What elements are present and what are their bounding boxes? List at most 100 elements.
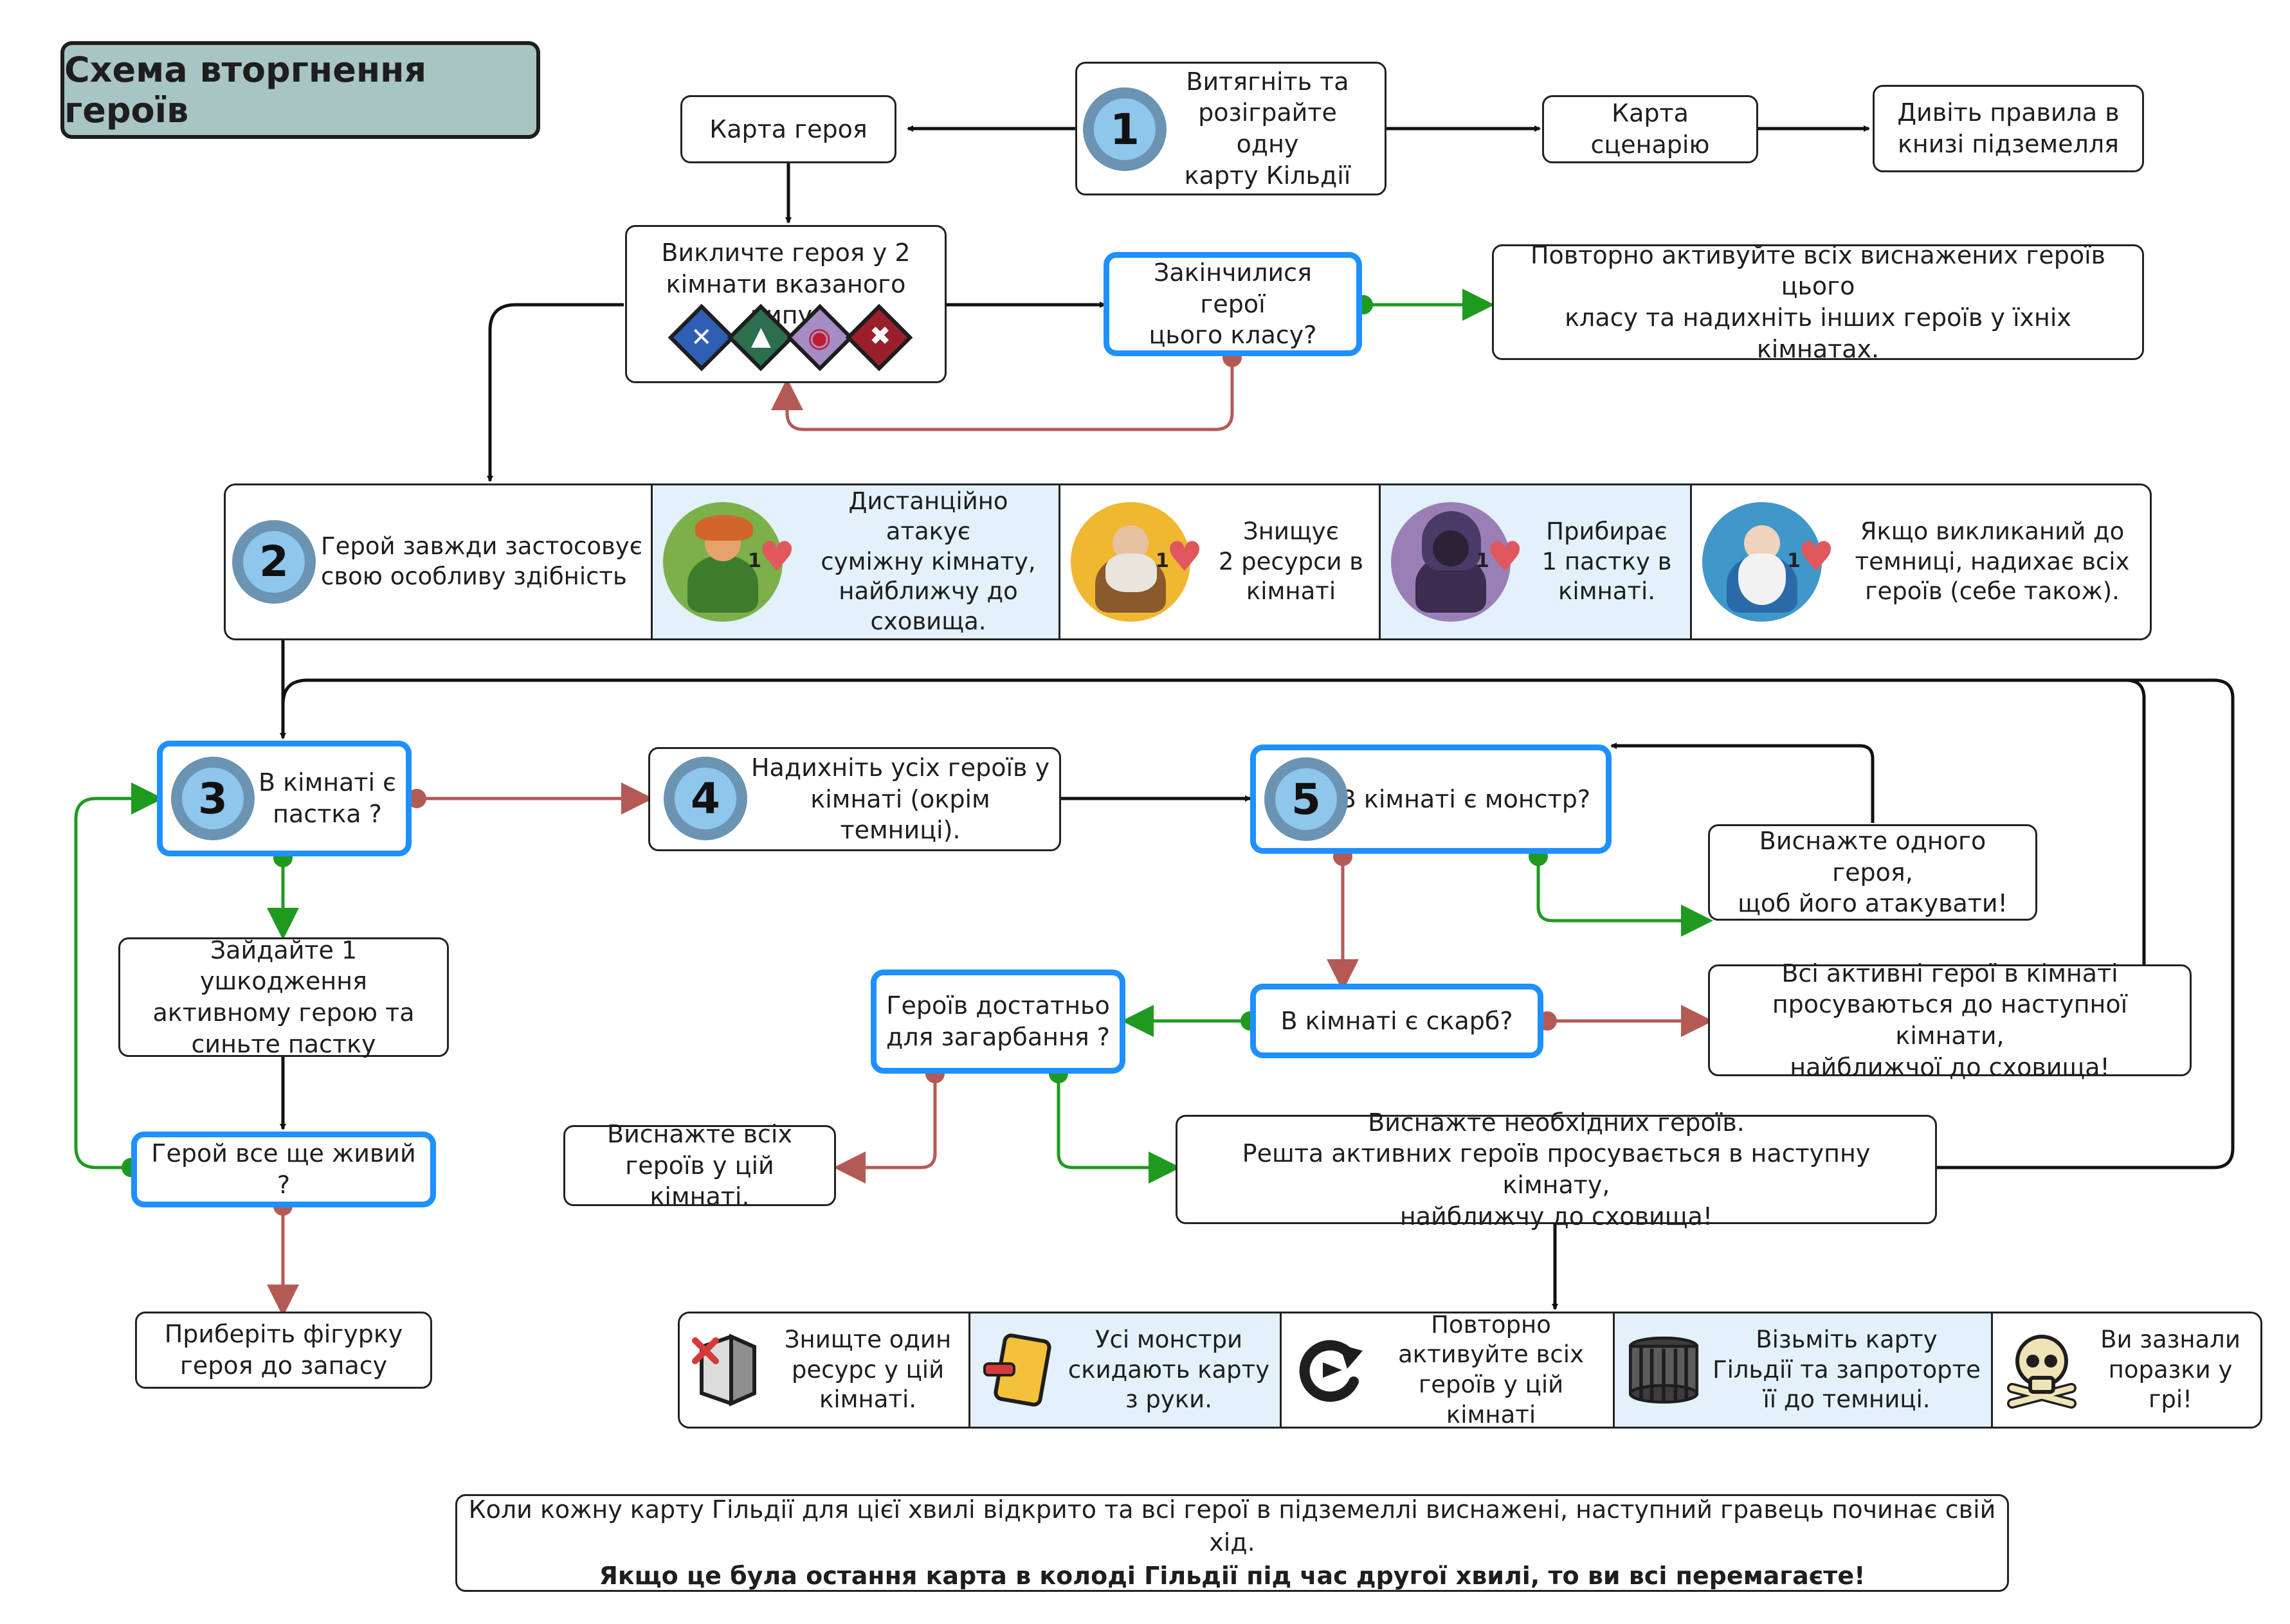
hero-card-label: Карта героя	[709, 114, 868, 143]
yes-monster	[1536, 856, 1713, 937]
outcome-defeat-cell: Ви зазнали поразки у грі!	[1993, 1313, 2260, 1427]
discard-card-icon	[981, 1331, 1058, 1409]
outcome-destroy-resource-cell: Знищте один ресурс у цій кімнаті.	[680, 1313, 970, 1427]
trap-line-1: В кімнаті є	[258, 768, 397, 797]
treasure-label: В кімнаті є скарб?	[1280, 1006, 1513, 1035]
inspire-line-1: Надихніть усіх героїв у	[750, 753, 1050, 782]
no-port-dot	[407, 789, 426, 808]
remove-line-1: Приберіть фігурку	[164, 1320, 403, 1349]
loop-return-right	[281, 678, 2146, 964]
eye-glyph-icon: ◉	[808, 321, 831, 353]
hero-alive-decision: Герой все ще живий ?	[131, 1132, 436, 1207]
out-of-heroes-line-2: цього класу?	[1149, 321, 1317, 350]
yes-enough-heroes	[1057, 1074, 1181, 1184]
monster-label: В кімнаті є монстр?	[1339, 784, 1590, 813]
footer-note: Коли кожну карту Гільдії для цієї хвилі …	[455, 1494, 2009, 1592]
destroy-line-1: Знищте один	[784, 1326, 952, 1354]
wizard-hero-icon: ♥1	[1702, 502, 1835, 622]
ability-archer-cell: ♥1 Дистанційно атакує суміжну кімнату, н…	[653, 485, 1060, 638]
diagram-title: Схема вторгнення героїв	[60, 41, 540, 139]
outcome-reactivate-cell: Повторно активуйте всіх героїв у цій кім…	[1282, 1313, 1615, 1427]
destroy-line-3: кімнаті.	[819, 1385, 916, 1414]
destroy-line-2: ресурс у цій	[791, 1355, 945, 1384]
rogue-line-3: кімнаті.	[1558, 577, 1655, 606]
enough-line-2: для загарбання ?	[886, 1023, 1110, 1051]
draw-line-2: розіграйте одну	[1198, 98, 1337, 158]
damage-line-2: активному герою та	[152, 998, 415, 1027]
step-3-badge: 3	[171, 757, 255, 840]
treasure-decision: В кімнаті є скарб?	[1250, 984, 1543, 1058]
enough-line-1: Героїв достатньо	[886, 991, 1110, 1020]
heart-hp-icon: ♥1	[1476, 534, 1523, 581]
yes-alive-loop	[74, 782, 163, 1169]
crossbones-glyph-icon: ✖	[869, 321, 891, 351]
reactivate-out-line-2: активуйте всіх	[1398, 1340, 1584, 1369]
arrow-exhaust-one-back	[1610, 743, 1875, 823]
hero-alive-label: Герой все ще живий ?	[151, 1139, 416, 1199]
damage-line-1: Зайдайте 1 ушкодження	[200, 935, 367, 996]
outcome-dungeon-cell: Візьміть карту Гільдії та запроторте її …	[1615, 1313, 1993, 1427]
ability-dwarf-cell: ♥1 Знищує 2 ресурси в кімнаті	[1060, 485, 1381, 638]
reactivate-out-line-3: героїв у цій кімнаті	[1418, 1371, 1564, 1429]
out-of-heroes-decision: Закінчилися герої цього класу?	[1104, 252, 1362, 356]
loop-return-far-right	[1937, 678, 2235, 1169]
draw-line-3: карту Кільдії	[1184, 161, 1351, 190]
destroy-resource-icon	[690, 1331, 767, 1409]
ability-wizard-cell: ♥1 Якщо викликаний до темниці, надихає в…	[1692, 485, 2150, 638]
wizard-line-2: темниці, надихає всіх	[1855, 547, 2130, 575]
exhaust-needed-box: Виснажте необхідних героїв. Решта активн…	[1176, 1108, 1937, 1231]
no-enough-heroes	[833, 1074, 937, 1184]
exhaust-all-line-2: героїв у цій кімнаті.	[625, 1151, 774, 1211]
archer-line-2: суміжну кімнату,	[821, 547, 1036, 575]
see-rules-box: Дивіть правила в книзі підземелля	[1873, 85, 2144, 172]
remove-figure-box: Приберіть фігурку героя до запасу	[135, 1312, 432, 1389]
trap-line-2: пастка ?	[273, 800, 382, 828]
hero-abilities-strip: 2 Герой завжди застосовує свою особливу …	[224, 483, 2152, 640]
reactivate-class-box: Повторно активуйте всіх виснажених герої…	[1492, 241, 2144, 363]
discard-line-2: скидають карту	[1068, 1355, 1270, 1384]
exhaust-one-box: Виснажте одного героя, щоб його атакуват…	[1708, 824, 2037, 921]
outcome-discard-cell: Усі монстри скидають карту з руки.	[970, 1313, 1282, 1427]
defeat-line-1: Ви зазнали	[2100, 1326, 2240, 1354]
reactivate-out-line-1: Повторно	[1431, 1312, 1551, 1339]
no-out-of-heroes	[771, 357, 1234, 431]
outcomes-strip: Знищте один ресурс у цій кімнаті. Усі мо…	[678, 1312, 2262, 1429]
out-of-heroes-line-1: Закінчилися герої	[1154, 258, 1312, 318]
advance-line-2: просуваються до наступної кімнати,	[1772, 990, 2128, 1050]
reactivate-line-2: класу та надихніть інших героїв у їхніх …	[1565, 303, 2071, 363]
heart-hp-icon: ♥1	[1156, 534, 1203, 581]
summon-line-1: Викличте героя у 2	[661, 239, 911, 267]
reactivate-line-1: Повторно активуйте всіх виснажених герої…	[1530, 240, 2106, 301]
archer-line-3: найближчу до	[839, 577, 1018, 606]
step-1-badge: 1	[1083, 87, 1167, 171]
defeat-line-2: поразки у	[2108, 1355, 2233, 1384]
rogue-hero-icon: ♥1	[1391, 502, 1523, 622]
draw-line-1: Витягніть та	[1186, 67, 1349, 96]
exhaust-needed-line-3: найближчу до сховища!	[1399, 1202, 1713, 1231]
rogue-line-2: 1 пастку в	[1541, 547, 1672, 575]
dwarf-line-1: Знищує	[1242, 518, 1339, 546]
exhaust-needed-line-1: Виснажте необхідних героїв.	[1368, 1108, 1745, 1137]
enough-heroes-decision: Героїв достатньо для загарбання ?	[871, 970, 1125, 1074]
dungeon-line-2: Гільдії та запроторте	[1713, 1355, 1981, 1384]
footer-line-1: Коли кожну карту Гільдії для цієї хвилі …	[468, 1495, 1996, 1557]
heart-hp-icon: ♥1	[1787, 534, 1835, 581]
scenario-card-label: Карта сценарію	[1590, 99, 1710, 159]
footer-line-2: Якщо це була остання карта в колоді Гіль…	[599, 1561, 1866, 1590]
take-damage-box: Зайдайте 1 ушкодження активному герою та…	[118, 935, 449, 1058]
arrow-summon-to-abilities	[487, 303, 624, 482]
remove-line-2: героя до запасу	[179, 1351, 388, 1380]
damage-line-3: синьте пастку	[191, 1029, 376, 1058]
exhaust-one-line-2: щоб його атакувати!	[1738, 889, 2008, 918]
exhaust-one-line-1: Виснажте одного героя,	[1759, 827, 1986, 887]
ability-rogue-cell: ♥1 Прибирає 1 пастку в кімнаті.	[1381, 485, 1692, 638]
step-4-badge: 4	[664, 757, 747, 840]
ability-intro-cell: 2 Герой завжди застосовує свою особливу …	[226, 485, 653, 638]
dwarf-line-2: 2 ресурси в	[1218, 547, 1364, 575]
hat-glyph-icon: ▲	[751, 321, 771, 351]
room-type-icons: ✕ ▲ ◉ ✖	[665, 303, 922, 372]
hero-card-box: Карта героя	[680, 95, 896, 163]
ability-intro-line-1: Герой завжди застосовує	[321, 532, 643, 561]
step-2-badge: 2	[232, 520, 316, 604]
exhaust-all-line-1: Виснажте всіх	[607, 1120, 792, 1149]
